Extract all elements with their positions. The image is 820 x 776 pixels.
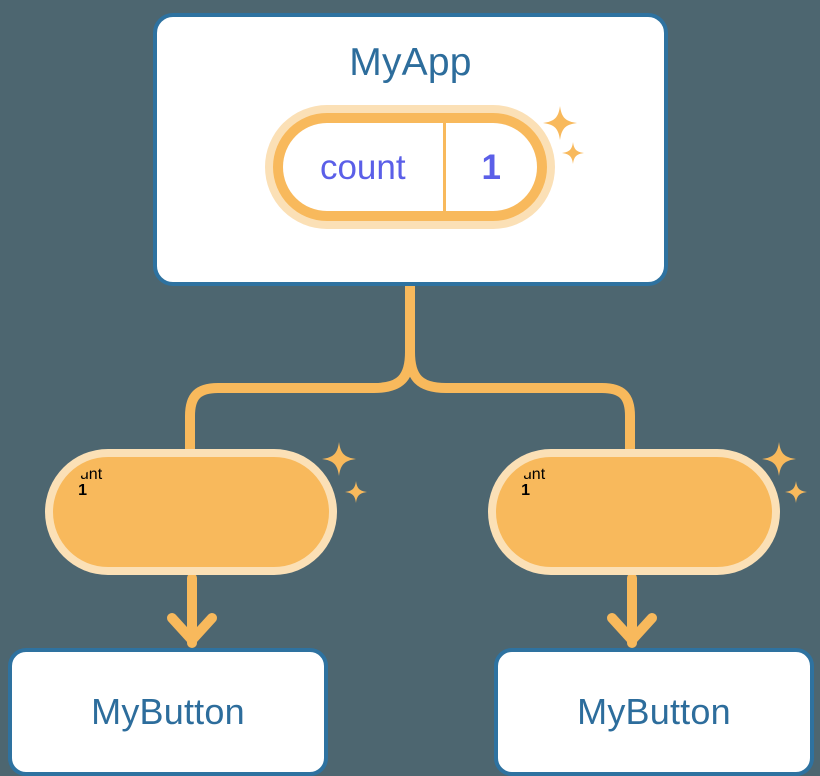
state-pill-mybutton-left[interactable]: count 1 <box>45 449 337 575</box>
state-key: count <box>283 123 446 211</box>
state-pill-mybutton-right[interactable]: count 1 <box>488 449 780 575</box>
state-pill-myapp[interactable]: count 1 <box>265 105 555 229</box>
state-pill-body: count 1 <box>283 123 537 211</box>
arrow-down-icon <box>167 613 217 645</box>
state-value: 1 <box>521 482 531 499</box>
connector-branch-right <box>405 347 635 467</box>
sparkle-icon <box>785 481 807 503</box>
arrow-down-icon <box>607 613 657 645</box>
connector-branch-left <box>185 347 415 467</box>
state-value: 1 <box>78 482 88 499</box>
component-card-mybutton-left[interactable]: MyButton <box>8 648 328 776</box>
state-pill-body: count 1 <box>506 467 762 557</box>
state-pill-ring <box>53 457 329 567</box>
component-title-mybutton: MyButton <box>577 691 731 732</box>
state-pill-ring <box>496 457 772 567</box>
component-card-mybutton-right[interactable]: MyButton <box>494 648 814 776</box>
component-title-mybutton: MyButton <box>91 691 245 732</box>
sparkle-icon <box>345 481 367 503</box>
component-title-myapp: MyApp <box>349 41 472 84</box>
state-pill-body: count 1 <box>63 467 319 557</box>
state-value: 1 <box>481 147 501 187</box>
